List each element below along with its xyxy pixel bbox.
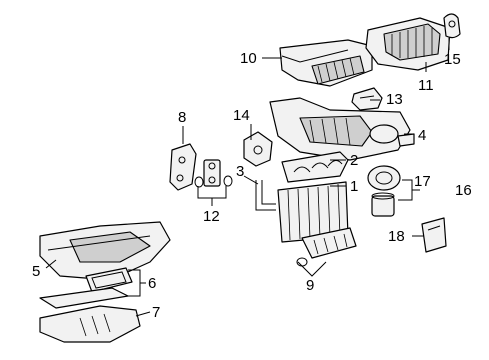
callout-11: 11	[418, 77, 434, 94]
part-18-resistor	[421, 217, 447, 253]
callout-15: 15	[444, 51, 461, 68]
callout-17: 17	[414, 173, 431, 190]
callout-3: 3	[236, 163, 244, 180]
part-7-duct	[39, 305, 141, 343]
callout-4: 4	[418, 127, 426, 144]
part-1-evaporator-core	[277, 181, 349, 243]
part-5-distribution-housing	[39, 221, 171, 281]
part-13-bracket	[351, 87, 383, 111]
callout-13: 13	[386, 91, 403, 108]
part-14-actuator	[243, 131, 273, 167]
callout-8: 8	[178, 109, 186, 126]
callout-16: 16	[455, 182, 472, 199]
part-12-expansion-valve	[194, 159, 233, 188]
leader-3	[243, 175, 259, 185]
callout-10: 10	[240, 50, 257, 67]
callout-1: 1	[350, 178, 358, 195]
leader-lines	[45, 38, 450, 317]
part-8-actuator	[169, 143, 197, 191]
leader-17-16	[398, 179, 413, 201]
part-15-actuator	[443, 13, 461, 39]
part-4-hvac-case	[269, 97, 415, 161]
callout-9: 9	[306, 277, 314, 294]
callout-2: 2	[350, 152, 358, 169]
callout-14: 14	[233, 107, 250, 124]
leader-5	[45, 259, 57, 269]
part-3-pipe	[255, 180, 276, 211]
leader-12-bracket	[197, 186, 227, 199]
part-11-intake-housing	[365, 17, 451, 71]
part-10-blower-case	[279, 39, 373, 87]
callout-6: 6	[148, 275, 156, 292]
leader-7	[135, 311, 151, 317]
callout-7: 7	[152, 304, 160, 321]
part-2-evaporator-cover	[281, 151, 349, 183]
leader-9	[297, 261, 327, 277]
callout-5: 5	[32, 263, 40, 280]
callout-labels: 10 11 15 13 4 14 8 12 2 3 1 9 17 16 18 5…	[32, 50, 472, 321]
callout-18: 18	[388, 228, 405, 245]
part-16-17-blower-motor	[367, 165, 401, 217]
callout-12: 12	[203, 208, 220, 225]
